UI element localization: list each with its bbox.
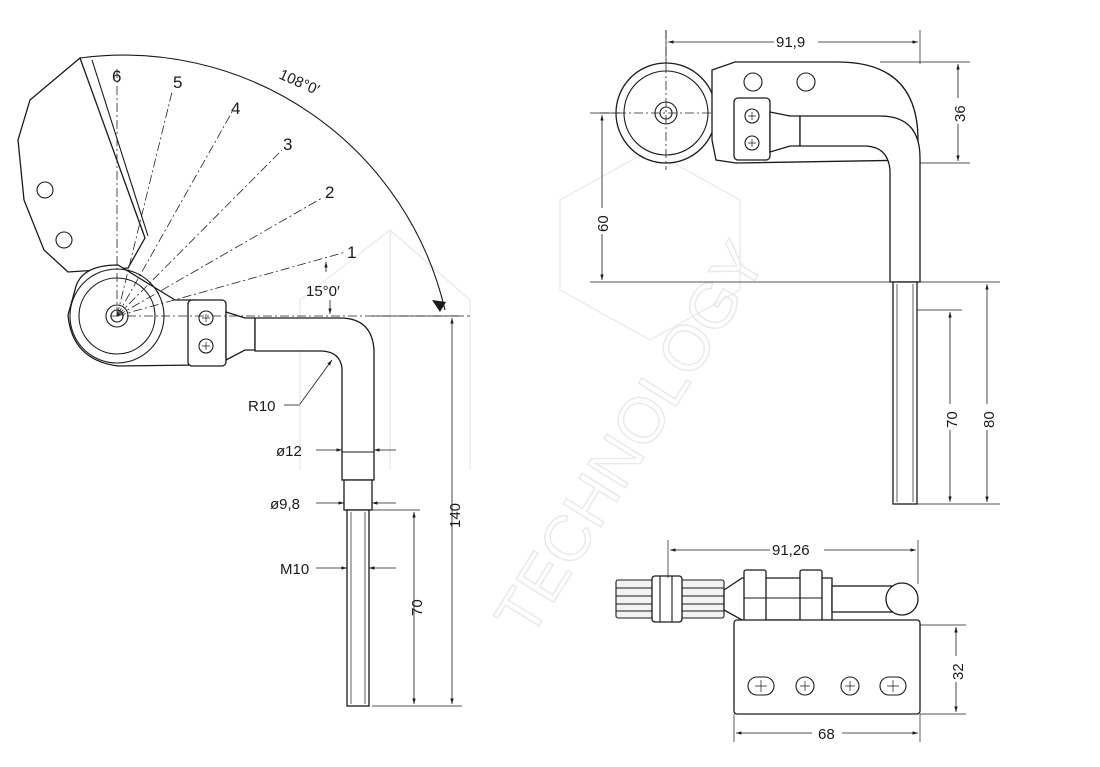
top-width-label: 91,9: [776, 34, 805, 51]
bottom-rod-end: [885, 582, 919, 616]
position-label-2: 2: [325, 183, 334, 202]
radius-label: R10: [248, 398, 276, 415]
screw-plate: [187, 299, 227, 367]
tube-diameter-label: ø12: [276, 443, 302, 460]
top-thread-length-label: 70: [944, 411, 961, 428]
thread-length-label: 70: [409, 599, 426, 616]
bent-rod: [254, 317, 375, 481]
top-shaft: [892, 281, 918, 505]
position-numbers: 6 5 4 3 2 1: [112, 67, 356, 262]
bottom-width-label: 91,26: [772, 542, 810, 559]
position-label-5: 5: [173, 73, 182, 92]
top-shaft-length-label: 80: [981, 411, 998, 428]
position-label-3: 3: [283, 135, 292, 154]
thread-label: M10: [280, 561, 309, 578]
left-view: 6 5 4 3 2 1 108°0′ 15°0′ R10 ø12 ø9,8 M1…: [17, 54, 470, 707]
plate-height-label: 32: [950, 663, 967, 680]
hinge-hub: [67, 264, 199, 367]
shaft-diameter-label: ø9,8: [270, 496, 300, 513]
threaded-shaft: [346, 509, 370, 707]
shaft-collar: [343, 479, 373, 511]
bottom-right-view: 91,26 32 68: [615, 540, 967, 743]
position-lines: [110, 68, 470, 317]
mounting-holes: [747, 676, 907, 696]
top-right-view: 91,9 36 60 70 80: [590, 30, 1000, 505]
angle-total-label: 108°0′: [276, 66, 322, 99]
top-bent-rod: [799, 115, 921, 283]
top-height-label: 36: [952, 105, 969, 122]
position-label-6: 6: [112, 67, 121, 86]
mounting-plate: [733, 619, 921, 715]
folded-arm-bracket: [17, 56, 146, 273]
plate-width-label: 68: [818, 726, 835, 743]
top-left-height-label: 60: [595, 215, 612, 232]
angle-step-label: 15°0′: [306, 283, 340, 300]
total-length-label: 140: [447, 503, 464, 528]
position-label-4: 4: [231, 99, 240, 118]
position-label-1: 1: [347, 243, 356, 262]
